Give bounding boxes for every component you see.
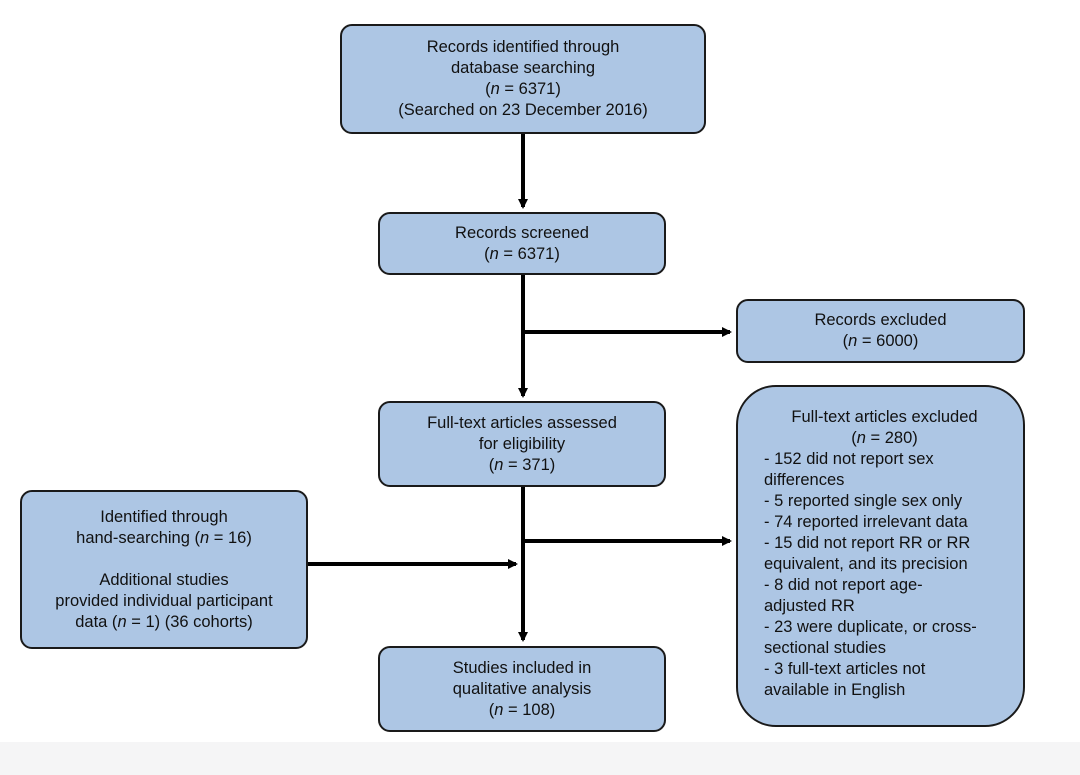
exclusion-reason: - 3 full-text articles not xyxy=(764,660,926,678)
records-screened-box: Records screened (n = 6371) xyxy=(378,212,666,275)
exclusion-reason: equivalent, and its precision xyxy=(764,555,968,573)
exclusion-reason: available in English xyxy=(764,681,906,699)
fulltext-assessed-box: Full-text articles assessed for eligibil… xyxy=(378,401,666,487)
exclusion-reason: sectional studies xyxy=(764,639,886,657)
exclusion-reason: differences xyxy=(764,471,845,489)
records-excluded-label: Records excluded xyxy=(814,311,947,329)
included-count: (n = 108) xyxy=(488,700,556,719)
exclusion-reason: - 74 reported irrelevant data xyxy=(764,513,968,531)
identified-line1: Records identified through xyxy=(426,38,620,56)
exclusion-reason: - 5 reported single sex only xyxy=(764,492,963,510)
fulltext-assessed-line2: for eligibility xyxy=(478,434,566,453)
exclusion-reason: adjusted RR xyxy=(764,597,855,615)
fulltext-excluded-count: (n = 280) xyxy=(851,429,918,447)
hand-search-box: Identified through hand-searching (n = 1… xyxy=(20,490,308,649)
hand-search-line5: data (n = 1) (36 cohorts) xyxy=(75,612,253,631)
records-excluded-count: (n = 6000) xyxy=(842,332,919,350)
screened-count: (n = 6371) xyxy=(484,244,560,263)
records-excluded-box: Records excluded (n = 6000) xyxy=(736,299,1025,363)
fulltext-excluded-title: Full-text articles excluded xyxy=(791,408,978,426)
identified-search-date: (Searched on 23 December 2016) xyxy=(398,101,648,119)
records-identified-box: Records identified through database sear… xyxy=(340,24,706,134)
studies-included-box: Studies included in qualitative analysis… xyxy=(378,646,666,732)
identified-count: (n = 6371) xyxy=(485,80,561,98)
exclusion-reason: - 152 did not report sex xyxy=(764,450,934,468)
screened-label: Records screened xyxy=(455,223,589,242)
fulltext-assessed-count: (n = 371) xyxy=(488,455,556,474)
hand-search-line1: Identified through xyxy=(100,507,228,526)
fulltext-excluded-box: Full-text articles excluded (n = 280) - … xyxy=(736,385,1025,727)
exclusion-reason: - 23 were duplicate, or cross- xyxy=(764,618,977,636)
hand-search-line4: provided individual participant xyxy=(55,591,273,610)
page-bottom-band xyxy=(0,742,1080,775)
fulltext-assessed-line1: Full-text articles assessed xyxy=(427,413,617,432)
included-line1: Studies included in xyxy=(452,658,592,677)
hand-search-line2: hand-searching (n = 16) xyxy=(76,528,252,547)
hand-search-line3: Additional studies xyxy=(99,570,229,589)
exclusion-reason: - 8 did not report age- xyxy=(764,576,923,594)
exclusion-reason: - 15 did not report RR or RR xyxy=(764,534,971,552)
included-line2: qualitative analysis xyxy=(452,679,592,698)
identified-line2: database searching xyxy=(450,59,596,77)
